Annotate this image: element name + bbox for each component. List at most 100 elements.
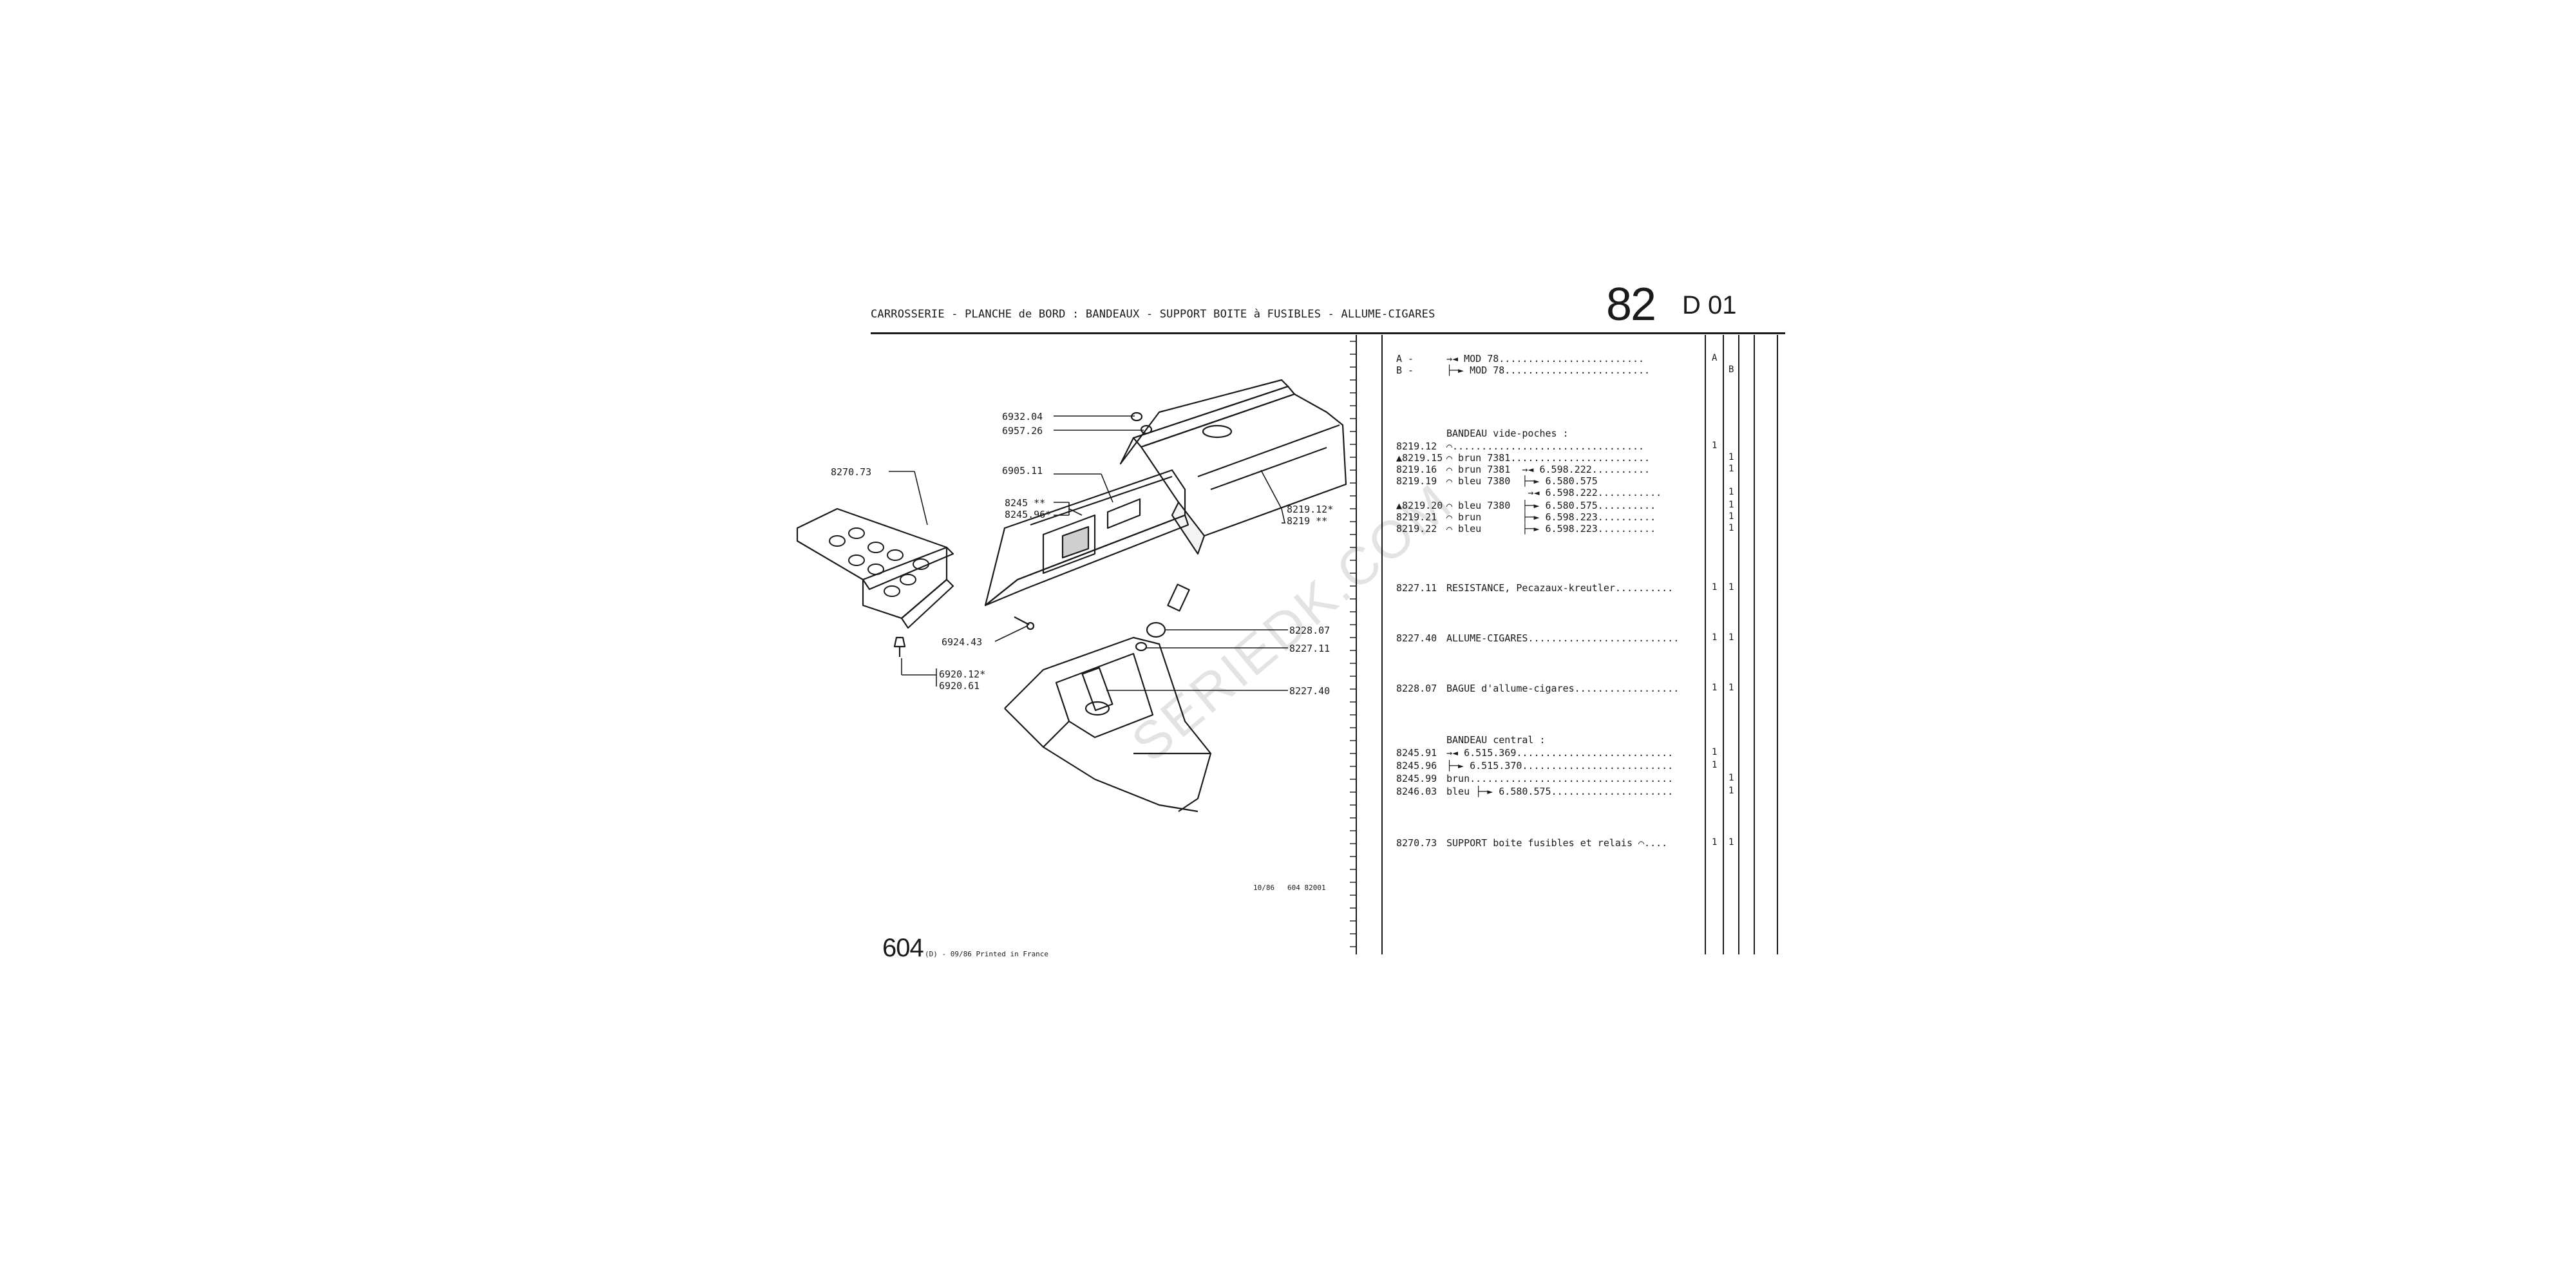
part-description: BAGUE d'allume-cigares.................. <box>1446 683 1680 694</box>
part-ref: 8227.11 <box>1396 582 1437 594</box>
qty-col-2: 1 <box>1728 773 1734 783</box>
part-description: ⌒................................. <box>1446 440 1645 452</box>
callout-6920-61: 6920.61 <box>939 680 980 692</box>
small-parts-drawing <box>893 412 1190 657</box>
part-ref: 8219.22 <box>1396 523 1437 535</box>
table-row: ▲8219.20⌒ bleu 7380 ├─► 6.580.575.......… <box>1396 500 1656 511</box>
part-description: →◄ 6.598.222........... <box>1446 487 1662 498</box>
qty-col-2: 1 <box>1728 632 1734 643</box>
part-description: ALLUME-CIGARES.......................... <box>1446 632 1680 644</box>
part-description: ⌒ brun 7381........................ <box>1446 452 1651 464</box>
part-ref: ▲8219.15 <box>1396 452 1443 464</box>
table-row: 8245.96├─► 6.515.370....................… <box>1396 760 1673 772</box>
qty-col-1: 1 <box>1712 582 1718 592</box>
table-row: A - →◄ MOD 78......................... <box>1396 353 1644 365</box>
qty-col-2: 1 <box>1728 837 1734 848</box>
table-row: →◄ 6.598.222........... <box>1396 487 1662 498</box>
callout-6905-11: 6905.11 <box>1002 465 1043 477</box>
callout-8245-96: 8245.96* <box>1005 509 1052 520</box>
part-description: brun................................... <box>1446 773 1674 784</box>
table-row: 8219.19 ⌒ bleu 7380 ├─► 6.580.575 <box>1396 475 1598 487</box>
part-description: ⌒ bleu ├─► 6.598.223.......... <box>1446 523 1656 535</box>
table-row: ▲8219.15⌒ brun 7381.....................… <box>1396 452 1650 464</box>
table-row: 8227.11 RESISTANCE, Pecazaux-kreutler....… <box>1396 582 1673 594</box>
page-title: CARROSSERIE - PLANCHE de BORD : BANDEAUX… <box>871 308 1435 321</box>
section-code: D 01 <box>1682 291 1737 319</box>
part-ref: 8270.73 <box>1396 837 1437 849</box>
part-ref: 8219.19 <box>1396 475 1437 487</box>
header-rule <box>871 332 1785 334</box>
part-description: ⌒ bleu 7380 ├─► 6.580.575.......... <box>1446 500 1656 511</box>
part-ref: 8245.96 <box>1396 760 1437 772</box>
callout-8227-40: 8227.40 <box>1289 685 1331 697</box>
callout-8219-12: 8219.12* <box>1287 504 1334 515</box>
figure-reference: 10/86 604 82001 <box>1253 884 1326 892</box>
callout-8245: 8245 ** <box>1005 497 1046 509</box>
callout-6932-04: 6932.04 <box>1002 411 1043 422</box>
table-row: 8270.73 SUPPORT boite fusibles et relais … <box>1396 837 1667 849</box>
callout-8219: 8219 ** <box>1287 515 1328 527</box>
part-ref: ▲8219.20 <box>1396 500 1443 511</box>
qty-col-2: B <box>1728 365 1734 375</box>
table-row: BANDEAU vide-poches : <box>1396 428 1569 439</box>
qty-col-2: 1 <box>1728 683 1734 693</box>
qty-col-2: 1 <box>1728 786 1734 796</box>
callout-6924-43: 6924.43 <box>942 636 983 648</box>
part-ref: 8245.99 <box>1396 773 1437 784</box>
qty-col-1: 1 <box>1712 440 1718 451</box>
qty-col-2: 1 <box>1728 464 1734 474</box>
part-ref: A - <box>1396 353 1414 365</box>
qty-col-2: 1 <box>1728 523 1734 533</box>
qty-col-2: 1 <box>1728 452 1734 462</box>
qty-col-1: 1 <box>1712 760 1718 770</box>
table-row: 8219.16 ⌒ brun 7381 →◄ 6.598.222.........… <box>1396 464 1650 475</box>
qty-col-1: 1 <box>1712 683 1718 693</box>
part-ref: 8227.40 <box>1396 632 1437 644</box>
part-ref: 8246.03 <box>1396 786 1437 797</box>
qty-col-1: 1 <box>1712 632 1718 643</box>
qty-col-1: A <box>1712 353 1718 363</box>
qty-col-1: 1 <box>1712 747 1718 757</box>
console-allume-cigares-drawing <box>1004 636 1212 813</box>
support-boite-fusibles-drawing <box>796 507 954 629</box>
table-row: BANDEAU central : <box>1396 734 1546 746</box>
callout-8227-11: 8227.11 <box>1289 643 1331 654</box>
footer-page-number: 604 <box>882 934 924 962</box>
qty-col-2: 1 <box>1728 582 1734 592</box>
table-row: 8227.40 ALLUME-CIGARES...................… <box>1396 632 1679 644</box>
section-number: 82 <box>1606 279 1656 330</box>
part-ref: 8219.21 <box>1396 511 1437 523</box>
part-ref: 8219.16 <box>1396 464 1437 475</box>
callout-8270-73: 8270.73 <box>831 466 872 478</box>
part-ref: B - <box>1396 365 1414 376</box>
qty-col-2: 1 <box>1728 511 1734 522</box>
part-description: ├─► MOD 78......................... <box>1446 365 1651 376</box>
part-description: →◄ MOD 78......................... <box>1446 353 1645 365</box>
qty-col-2: 1 <box>1728 500 1734 510</box>
part-description: BANDEAU central : <box>1446 734 1546 746</box>
part-description: RESISTANCE, Pecazaux-kreutler.......... <box>1446 582 1674 594</box>
callout-8228-07: 8228.07 <box>1289 625 1331 636</box>
table-row: 8245.99 brun.............................… <box>1396 773 1673 784</box>
qty-col-1: 1 <box>1712 837 1718 848</box>
table-row: 8245.91→◄ 6.515.369.....................… <box>1396 747 1673 759</box>
table-row: 8246.03 bleu ├─► 6.580.575...............… <box>1396 786 1673 797</box>
part-description: ⌒ brun ├─► 6.598.223.......... <box>1446 511 1656 523</box>
part-description: bleu ├─► 6.580.575..................... <box>1446 786 1674 797</box>
part-description: ⌒ bleu 7380 ├─► 6.580.575 <box>1446 475 1598 487</box>
callout-6920-12: 6920.12* <box>939 668 986 680</box>
bandeau-vide-poches-drawing <box>1119 379 1347 555</box>
part-description: ⌒ brun 7381 →◄ 6.598.222.......... <box>1446 464 1651 475</box>
callout-6957-26: 6957.26 <box>1002 425 1043 437</box>
table-row: 8219.12⌒................................… <box>1396 440 1644 452</box>
qty-col-2: 1 <box>1728 487 1734 497</box>
bandeau-central-drawing <box>984 469 1189 607</box>
table-row: 8228.07 BAGUE d'allume-cigares...........… <box>1396 683 1679 694</box>
part-description: BANDEAU vide-poches : <box>1446 428 1569 439</box>
part-description: SUPPORT boite fusibles et relais ⌒.... <box>1446 837 1668 849</box>
table-row: 8219.22 ⌒ bleu ├─► 6.598.223.......... <box>1396 523 1656 535</box>
part-ref: 8245.91 <box>1396 747 1437 759</box>
part-ref: 8228.07 <box>1396 683 1437 694</box>
table-row: 8219.21 ⌒ brun ├─► 6.598.223.......... <box>1396 511 1656 523</box>
